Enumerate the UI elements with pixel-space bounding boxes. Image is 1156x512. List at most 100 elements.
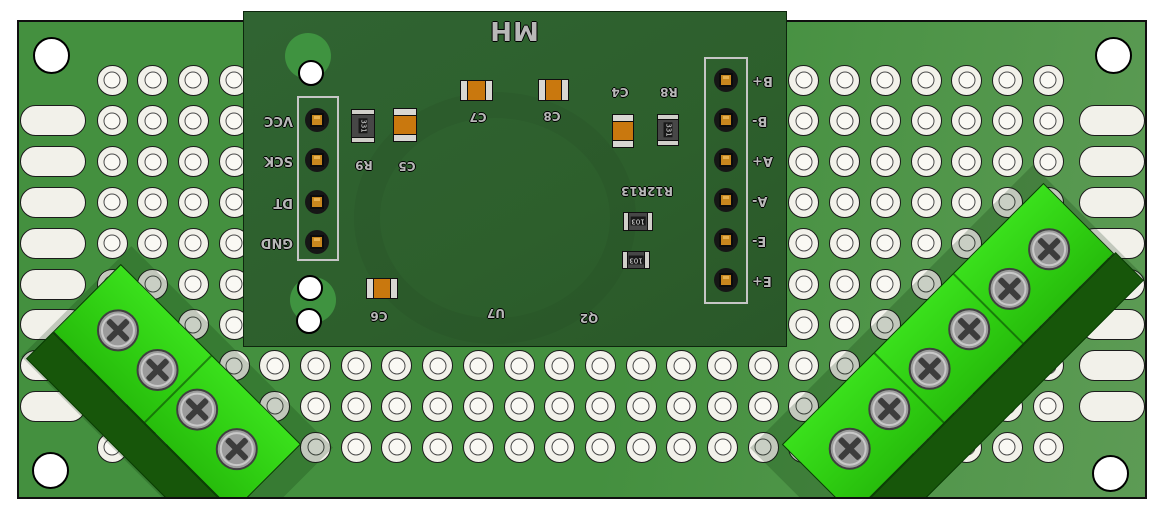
header-pin (305, 108, 329, 132)
pin-label: A+ (752, 153, 773, 168)
through-hole-pad (869, 146, 901, 178)
terminal-screw (206, 418, 266, 479)
through-hole-pad (951, 64, 983, 96)
through-hole-pad (300, 390, 331, 422)
through-hole-pad (666, 431, 698, 463)
header-pin (714, 228, 738, 252)
through-hole-pad (747, 350, 779, 382)
smd-capacitor (366, 277, 398, 299)
header-pin (305, 230, 329, 254)
through-hole-pad (422, 390, 454, 422)
pin-label: A- (752, 193, 768, 208)
through-hole-pad (584, 350, 616, 382)
header-pin-pad (719, 233, 733, 247)
through-hole-pad (625, 350, 657, 382)
mounting-hole (31, 451, 69, 489)
left-header-outline (297, 96, 339, 261)
through-hole-pad (666, 350, 698, 382)
through-hole-pad (544, 431, 576, 463)
module-mounting-hole-drill (297, 275, 323, 301)
header-pin (714, 188, 738, 212)
smd-capacitor (612, 114, 634, 148)
through-hole-pad (788, 350, 820, 382)
through-hole-pad (1032, 431, 1064, 463)
component-ref-label: R8 (660, 85, 678, 99)
through-hole-pad (137, 105, 169, 137)
through-hole-pad (96, 146, 128, 178)
terminal-screw (87, 300, 147, 360)
edge-slot-pad (20, 186, 86, 218)
through-hole-pad (991, 431, 1023, 463)
resistor-end-cap (657, 114, 679, 120)
component-ref-label: Q2 (579, 311, 599, 325)
through-hole-pad (137, 146, 169, 178)
through-hole-pad (177, 268, 209, 300)
through-hole-pad (991, 64, 1023, 96)
header-pin-pad (719, 73, 733, 87)
pin-label: GND (260, 235, 293, 250)
resistor-end-cap (647, 211, 653, 231)
through-hole-pad (788, 146, 820, 178)
pin-label: E- (752, 233, 767, 248)
through-hole-pad (951, 146, 983, 178)
through-hole-pad (300, 350, 331, 382)
through-hole-pad (137, 64, 169, 96)
through-hole-pad (137, 186, 169, 218)
capacitor-end-cap (390, 277, 398, 299)
capacitor-end-cap (459, 79, 468, 101)
through-hole-pad (177, 105, 209, 137)
through-hole-pad (381, 350, 413, 382)
resistor-end-cap (351, 109, 375, 115)
header-pin (305, 148, 329, 172)
smd-resistor: 103 (623, 211, 653, 231)
capacitor-end-cap (612, 140, 634, 148)
edge-slot-pad (1079, 146, 1145, 178)
through-hole-pad (544, 350, 576, 382)
through-hole-pad (544, 390, 576, 422)
edge-slot-pad (20, 146, 86, 178)
through-hole-pad (829, 186, 861, 218)
edge-slot-pad (1079, 350, 1145, 382)
through-hole-pad (788, 105, 820, 137)
through-hole-pad (869, 64, 901, 96)
capacitor-end-cap (393, 134, 417, 142)
edge-slot-pad (20, 105, 86, 137)
through-hole-pad (96, 227, 128, 259)
through-hole-pad (584, 431, 616, 463)
through-hole-pad (340, 390, 372, 422)
through-hole-pad (869, 186, 901, 218)
pin-label: VCC (263, 113, 293, 128)
resistor-marking: 331 (358, 118, 368, 134)
through-hole-pad (829, 64, 861, 96)
through-hole-pad (177, 186, 209, 218)
through-hole-pad (1032, 146, 1064, 178)
through-hole-pad (747, 431, 779, 463)
right-header-outline (704, 57, 748, 304)
through-hole-pad (788, 227, 820, 259)
through-hole-pad (1032, 105, 1064, 137)
through-hole-pad (910, 105, 942, 137)
header-pin-pad (719, 193, 733, 207)
component-ref-label: R12R13 (621, 184, 673, 198)
component-ref-label: U7 (486, 306, 506, 320)
mounting-hole (1094, 36, 1132, 74)
header-pin-pad (719, 113, 733, 127)
capacitor-end-cap (393, 108, 417, 116)
header-pin-pad (310, 195, 324, 209)
through-hole-pad (300, 431, 331, 463)
through-hole-pad (829, 146, 861, 178)
through-hole-pad (584, 390, 616, 422)
mounting-hole (32, 36, 70, 74)
through-hole-pad (503, 431, 535, 463)
through-hole-pad (829, 268, 861, 300)
through-hole-pad (96, 186, 128, 218)
through-hole-pad (137, 227, 169, 259)
edge-slot-pad (20, 227, 86, 259)
through-hole-pad (788, 186, 820, 218)
through-hole-pad (829, 309, 861, 341)
through-hole-pad (422, 431, 454, 463)
header-pin (714, 108, 738, 132)
through-hole-pad (829, 227, 861, 259)
through-hole-pad (951, 105, 983, 137)
